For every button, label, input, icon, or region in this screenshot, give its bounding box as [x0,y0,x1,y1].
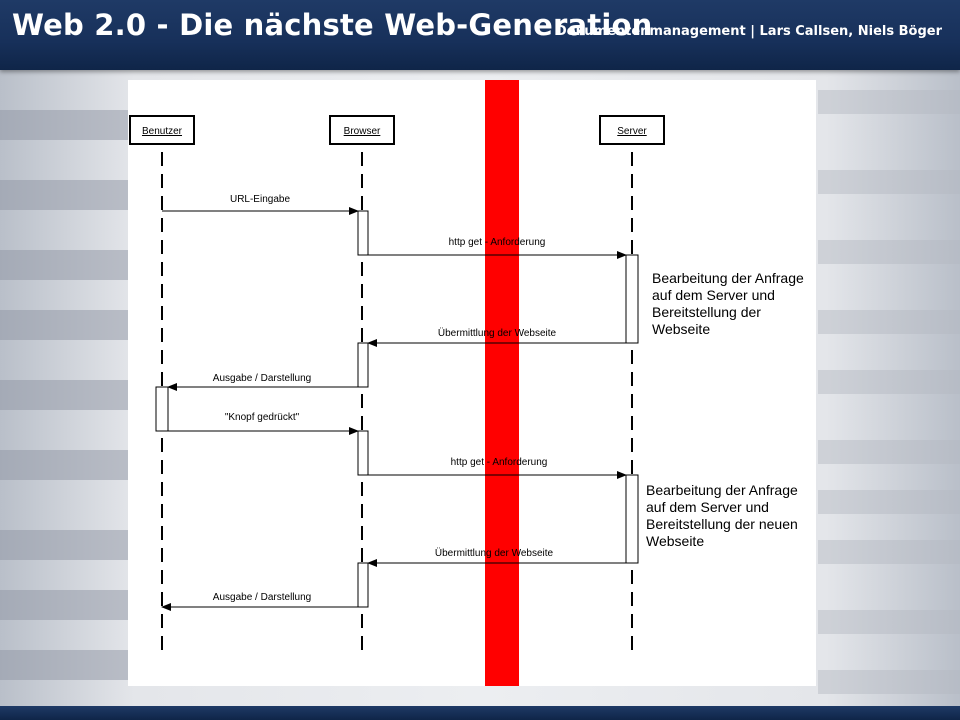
activation-browser-3 [357,430,369,476]
sequence-diagram: Benutzer Browser Server URL-Eingabe http… [128,80,816,686]
message-label: "Knopf gedrückt" [225,412,300,423]
message-8: Ausgabe / Darstellung [161,592,358,611]
message-2: http get - Anforderung [368,237,627,259]
message-label: Übermittlung der Webseite [438,327,557,339]
note-line: Bearbeitung der Anfrage [646,482,798,498]
note-line: Webseite [652,321,710,337]
slide-header: Web 2.0 - Die nächste Web-Generation Dok… [0,0,960,70]
message-label: http get - Anforderung [451,457,548,468]
message-1: URL-Eingabe [162,194,359,215]
message-4: Ausgabe / Darstellung [167,373,358,391]
slide-title: Web 2.0 - Die nächste Web-Generation [12,8,653,42]
message-3: Übermittlung der Webseite [367,327,626,347]
activation-server-2 [625,474,639,564]
lifeline-header-benutzer: Benutzer [129,115,195,145]
note-line: Bereitstellung der [652,304,761,320]
note-line: Bearbeitung der Anfrage [652,270,804,286]
activation-browser-2 [357,342,369,388]
note-line: Bereitstellung der neuen [646,516,798,532]
slide-footer-bar [0,706,960,720]
activation-benutzer-1 [155,386,169,432]
slide-subtitle: Dokumentenmanagement | Lars Callsen, Nie… [555,24,942,39]
lifeline-header-browser: Browser [329,115,395,145]
note-line: auf dem Server und [652,287,775,303]
note-server-processing-1: Bearbeitung der Anfrage auf dem Server u… [652,270,804,337]
note-line: auf dem Server und [646,499,769,515]
activation-browser-4 [357,562,369,608]
message-7: Übermittlung der Webseite [367,547,626,567]
activation-browser-1 [357,210,369,256]
lifeline-label-benutzer: Benutzer [142,126,183,137]
message-label: URL-Eingabe [230,194,290,205]
note-line: Webseite [646,533,704,549]
message-label: http get - Anforderung [449,237,546,248]
note-server-processing-2: Bearbeitung der Anfrage auf dem Server u… [646,482,798,549]
background-logo-collage-left [0,70,130,700]
message-6: http get - Anforderung [368,457,627,479]
background-logo-collage-right [818,70,960,700]
lifeline-label-browser: Browser [344,126,381,137]
red-divider-bar [485,80,519,686]
lifeline-label-server: Server [617,126,647,137]
sequence-diagram-canvas: Benutzer Browser Server URL-Eingabe http… [129,80,804,686]
lifeline-header-server: Server [599,115,665,145]
message-label: Ausgabe / Darstellung [213,373,311,384]
message-label: Übermittlung der Webseite [435,547,554,559]
message-label: Ausgabe / Darstellung [213,592,311,603]
activation-server-1 [625,254,639,344]
message-5: "Knopf gedrückt" [168,412,359,435]
